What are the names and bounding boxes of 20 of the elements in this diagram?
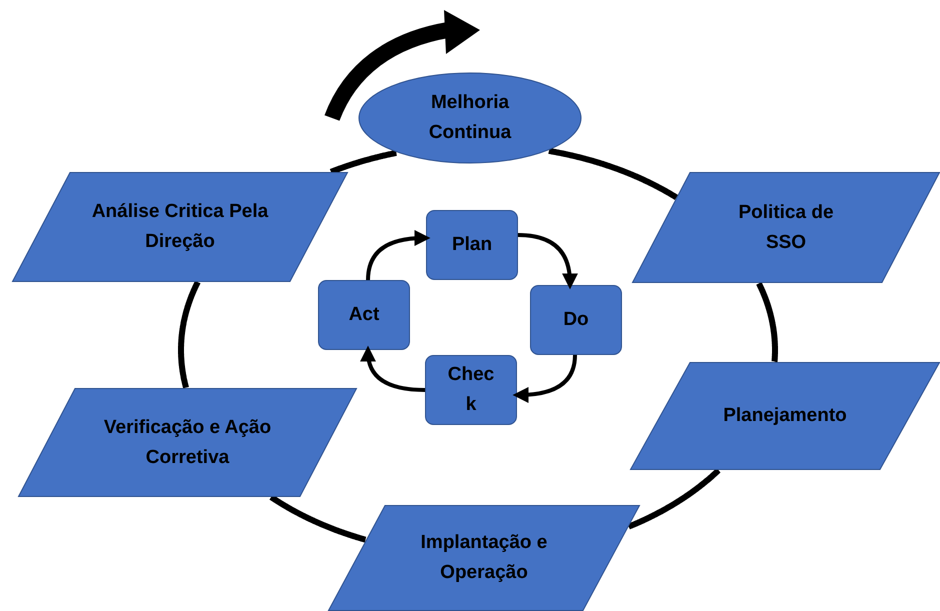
node-label: Check bbox=[446, 363, 496, 417]
node-label: Melhoria Continua bbox=[428, 91, 512, 145]
node-label: Act bbox=[348, 303, 380, 327]
node-label: Politica de SSO bbox=[737, 200, 835, 254]
node-label: Plan bbox=[450, 233, 494, 257]
node-label: Verificação e Ação Corretiva bbox=[102, 416, 272, 470]
circle-connector-line bbox=[328, 150, 399, 175]
circle-connector-line bbox=[626, 468, 721, 530]
circle-connector-line bbox=[178, 280, 200, 390]
curved-arrow bbox=[518, 233, 578, 290]
circle-connector-line bbox=[546, 148, 679, 200]
node-label: Planejamento bbox=[722, 404, 848, 428]
node-label: Análise Critica Pela Direção bbox=[90, 200, 270, 254]
circle-connector-line bbox=[268, 494, 368, 543]
curved-arrow bbox=[512, 354, 577, 403]
node-label: Do bbox=[562, 308, 590, 332]
curved-arrow bbox=[366, 230, 430, 280]
node-label: Implantação e Operação bbox=[420, 531, 548, 585]
curved-arrow bbox=[360, 346, 426, 392]
circle-connector-line bbox=[756, 280, 778, 364]
